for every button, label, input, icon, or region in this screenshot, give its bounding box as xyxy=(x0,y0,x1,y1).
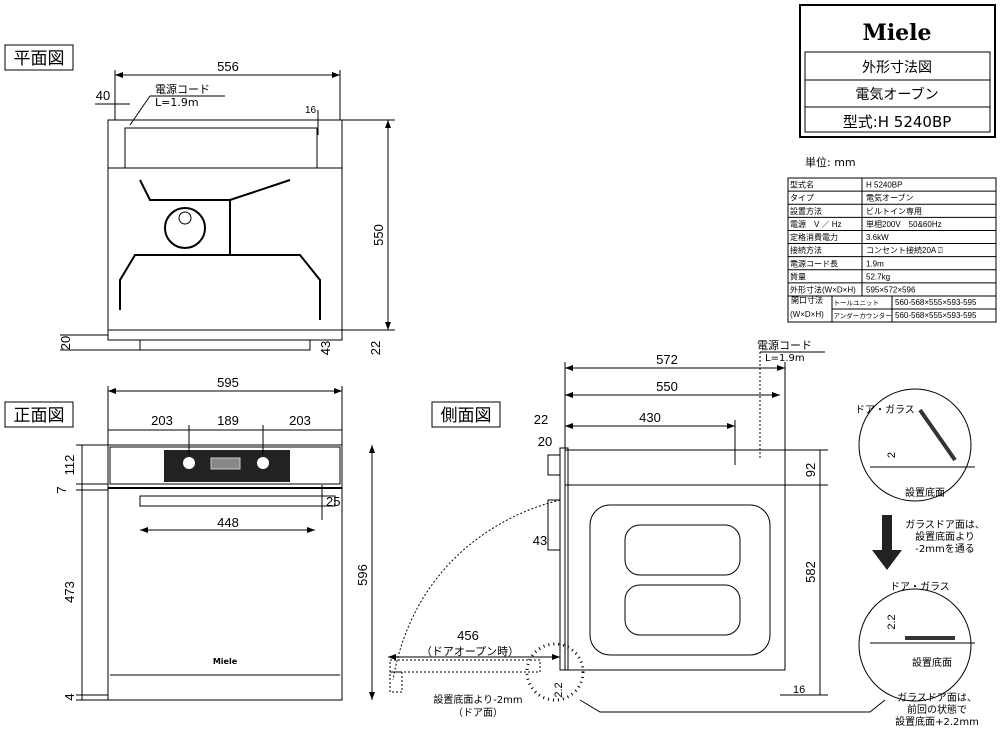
front-h2-dim: 7 xyxy=(54,486,69,493)
side-door-open-dim: 456 xyxy=(457,628,479,643)
opening-val2: 560-568×555×593-595 xyxy=(895,311,977,320)
detail-bottom: ドア・ガラス 2.2 設置底面 ガラスドア面は、 前回の状態で 設置底面+2.2… xyxy=(858,581,979,728)
spec-label: 外形寸法(W×D×H) xyxy=(790,285,856,295)
arrow-note-1: ガラスドア面は、 xyxy=(905,519,985,531)
spec-label: 質量 xyxy=(790,271,806,281)
plan-depth-dim: 550 xyxy=(371,224,386,246)
front-h3-dim: 473 xyxy=(62,581,77,603)
plan-front-dim: 20 xyxy=(58,336,73,350)
title-line1: 外形寸法図 xyxy=(862,60,932,76)
detail-top-label: ドア・ガラス xyxy=(855,404,915,416)
spec-label: 接続方法 xyxy=(790,245,822,255)
spec-value: 595×572×596 xyxy=(866,286,916,295)
plan-view: 平面図 556 40 電源コード L=1.9m 16 550 20 43 22 xyxy=(4,44,395,355)
side-92-dim: 92 xyxy=(803,463,818,477)
spec-label: 設置方法 xyxy=(790,206,822,216)
arrow-note-2: 設置底面より xyxy=(915,530,975,543)
detail-top-floor: 設置底面 xyxy=(905,486,945,499)
detail-top-dim: 2 xyxy=(886,452,898,458)
spec-value: 電気オーブン xyxy=(866,193,914,203)
side-430-dim: 430 xyxy=(639,410,661,425)
plan-left-dim: 40 xyxy=(96,88,110,103)
front-handle-h-dim: 25 xyxy=(326,494,340,509)
front-height-dim: 596 xyxy=(355,564,370,586)
bottom-note-1: ガラスドア面は、 xyxy=(897,692,977,704)
front-dim-c: 203 xyxy=(289,413,311,428)
front-h1-dim: 112 xyxy=(62,455,77,476)
plan-top-dim: 16 xyxy=(305,105,317,116)
front-handle-w-dim: 448 xyxy=(217,515,239,530)
side-view-title: 側面図 xyxy=(441,406,492,426)
detail-top: ドア・ガラス 2 設置底面 xyxy=(855,388,975,502)
side-22-dim: 22 xyxy=(534,412,548,427)
side-cord-label: 電源コード xyxy=(757,338,812,352)
side-20-dim: 20 xyxy=(538,434,552,449)
miele-logo: Miele xyxy=(862,20,931,46)
detail-bottom-label: ドア・ガラス xyxy=(890,581,950,593)
spec-label: 電源コード長 xyxy=(790,259,838,268)
opening-sub2: アンダーカウンター xyxy=(834,311,892,320)
spec-label: 電源 V ／ Hz xyxy=(790,220,842,229)
detail-bottom-floor: 設置底面 xyxy=(912,656,952,669)
spec-value: 1.9m xyxy=(866,259,884,268)
spec-value: H 5240BP xyxy=(866,181,902,190)
front-brand: Miele xyxy=(213,657,238,666)
opening-sub1: トールユニット xyxy=(834,300,880,307)
opening-val1: 560-568×555×593-595 xyxy=(895,298,977,307)
detail-arrow: ガラスドア面は、 設置底面より -2mmを通る xyxy=(872,515,985,570)
side-22b-dim: 2.2 xyxy=(553,682,565,697)
plan-width-dim: 556 xyxy=(217,59,239,74)
front-view: 正面図 Miele 595 203 189 203 112 7 473 4 59… xyxy=(4,375,375,701)
front-width-dim: 595 xyxy=(217,375,239,390)
side-cord-length: L=1.9m xyxy=(765,353,805,364)
arrow-note-3: -2mmを通る xyxy=(915,543,974,555)
side-43-dim: 43 xyxy=(533,533,547,548)
title-line3: 型式:H 5240BP xyxy=(843,113,952,131)
bottom-note-3: 設置底面+2.2mm xyxy=(895,715,979,728)
plan-panel-dim: 43 xyxy=(318,341,333,355)
spec-label: タイプ xyxy=(790,194,814,203)
title-block: Miele 外形寸法図 電気オーブン 型式:H 5240BP xyxy=(799,4,996,138)
side-height-dim: 582 xyxy=(803,561,818,583)
spec-label: 型式名 xyxy=(790,180,814,190)
side-total-depth-dim: 572 xyxy=(656,352,678,367)
detail-bottom-dim: 2.2 xyxy=(886,614,898,629)
unit-label: 単位: mm xyxy=(805,155,856,169)
spec-value: 3.6kW xyxy=(866,233,889,242)
plan-cord-label: 電源コード xyxy=(155,82,210,96)
front-dim-a: 203 xyxy=(151,413,173,428)
spec-label: 定格消費電力 xyxy=(790,232,838,242)
title-line2: 電気オーブン xyxy=(855,86,938,103)
spec-value: 52.7kg xyxy=(866,272,890,281)
side-note2: （ドア面） xyxy=(453,707,503,719)
front-view-title: 正面図 xyxy=(14,406,65,426)
side-depth-dim: 550 xyxy=(656,379,678,394)
bottom-note-2: 前回の状態で xyxy=(907,703,967,716)
opening-label2: (W×D×H) xyxy=(790,310,824,319)
plan-view-title: 平面図 xyxy=(14,49,65,69)
spec-value: コンセント接続20A ⍁ xyxy=(866,245,943,255)
side-view: 側面図 572 550 430 22 20 43 電源コード L=1.9m 92… xyxy=(388,338,886,719)
spec-value: ビルトイン専用 xyxy=(866,206,922,216)
plan-right-dim: 22 xyxy=(368,341,383,355)
side-door-open-label: （ドアオープン時） xyxy=(421,645,519,658)
spec-value: 単相200V 50&60Hz xyxy=(866,219,942,229)
front-dim-b: 189 xyxy=(217,413,239,428)
side-16-dim: 16 xyxy=(793,684,805,696)
plan-cord-length: L=1.9m xyxy=(155,96,199,109)
opening-label1: 開口寸法 xyxy=(791,295,823,305)
front-h4-dim: 4 xyxy=(62,693,77,700)
side-note1: 設置底面より-2mm xyxy=(433,693,522,706)
